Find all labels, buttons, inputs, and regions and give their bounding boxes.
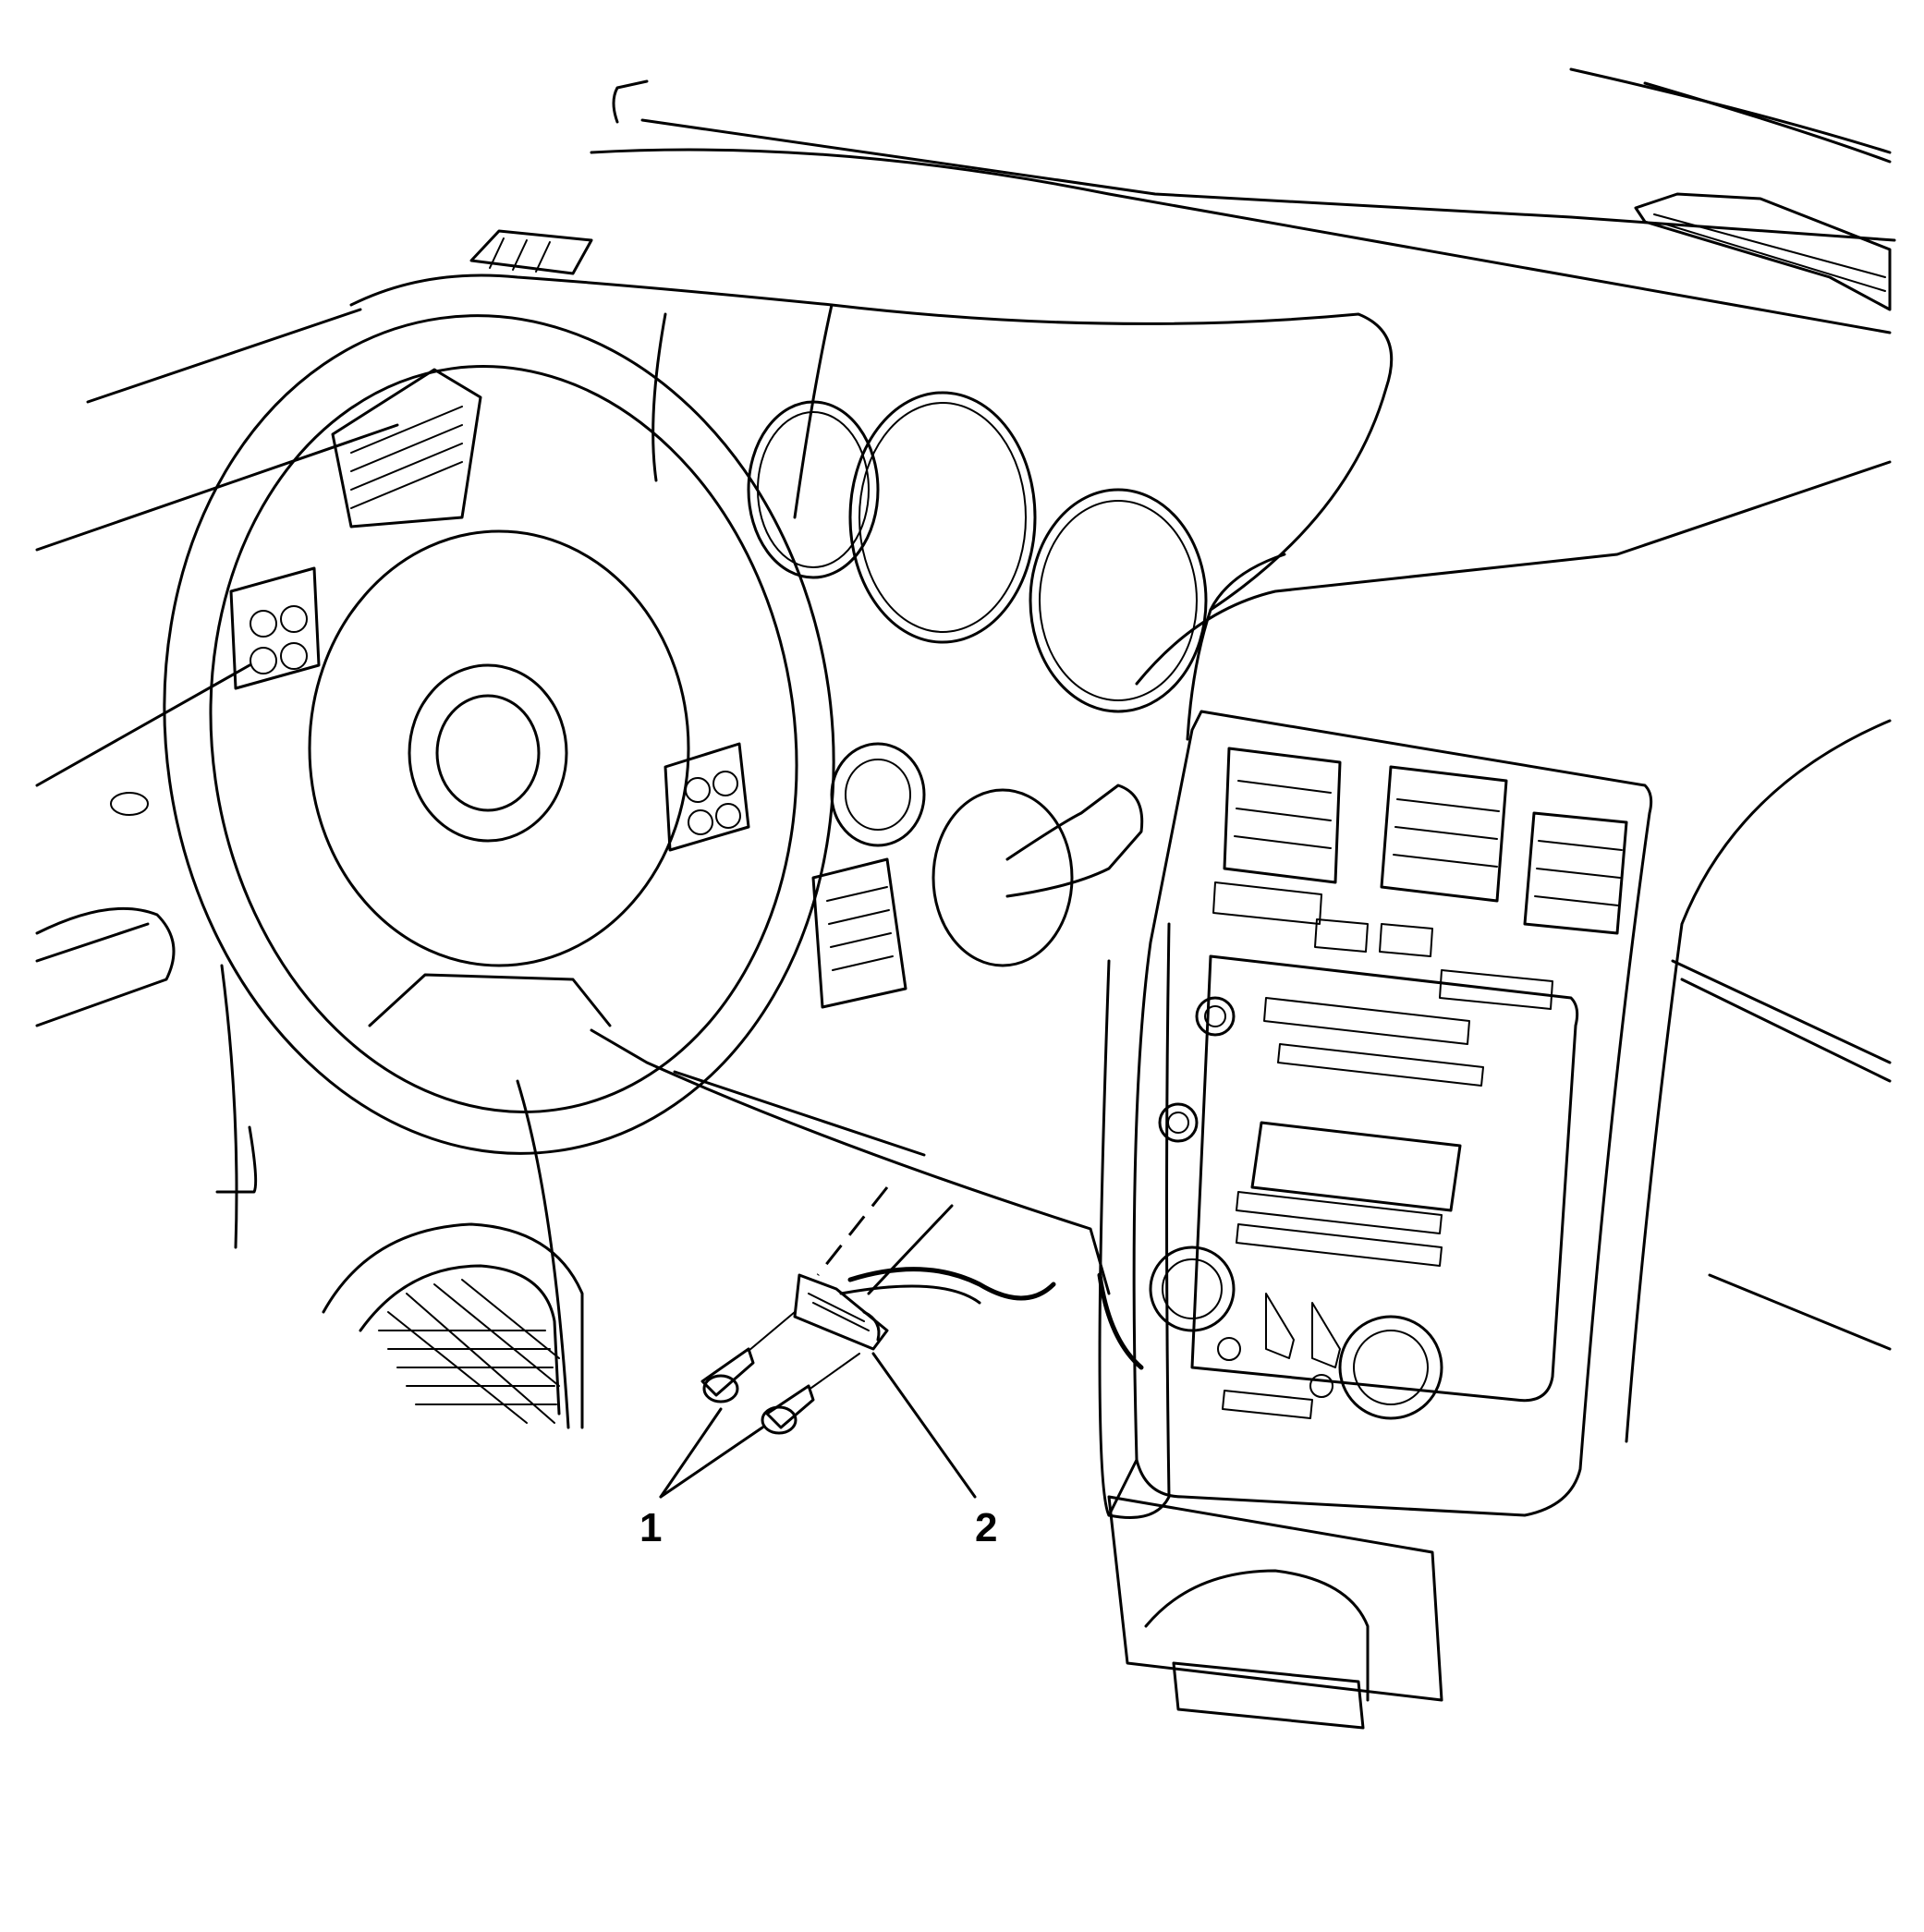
lower-dash-panel bbox=[215, 964, 1111, 1429]
center-vent-mid bbox=[1380, 765, 1508, 903]
dash-top-outline bbox=[35, 67, 1896, 787]
speedometer-gauge bbox=[848, 391, 1037, 644]
bolts bbox=[700, 1311, 860, 1435]
callout-1: 1 bbox=[639, 1505, 662, 1550]
alignment-dashed-line bbox=[816, 1186, 889, 1276]
connector-body bbox=[793, 1273, 889, 1351]
callouts: 1 2 bbox=[639, 1505, 997, 1550]
right-defrost-vent bbox=[1634, 192, 1892, 311]
left-side-vent bbox=[331, 368, 482, 529]
airbag-cover bbox=[308, 529, 690, 967]
hvac-right-knob bbox=[1338, 1315, 1443, 1420]
leader-1-a bbox=[659, 1407, 723, 1499]
horn-emblem bbox=[435, 694, 541, 812]
radio-display bbox=[1250, 1121, 1462, 1212]
tachometer-gauge bbox=[747, 400, 880, 579]
leader-2 bbox=[871, 1352, 977, 1499]
left-door-trim bbox=[35, 792, 176, 1027]
steering-column bbox=[811, 742, 1144, 1009]
left-upper-vent bbox=[469, 229, 593, 275]
left-speaker-grille bbox=[322, 1222, 584, 1429]
bolt-lower bbox=[761, 1353, 860, 1435]
radio-unit bbox=[1190, 954, 1579, 1403]
center-vent-right bbox=[1523, 811, 1628, 935]
dash-body bbox=[349, 273, 1892, 741]
center-vent-left bbox=[1223, 747, 1342, 884]
instrument-cluster bbox=[747, 391, 1208, 713]
tune-knob bbox=[1158, 1102, 1199, 1143]
volume-knob bbox=[1195, 996, 1236, 1037]
data-link-connector-assembly bbox=[793, 1186, 1056, 1351]
fuel-gauge bbox=[1029, 488, 1208, 713]
steering-wheel bbox=[163, 314, 835, 1155]
callout-leaders bbox=[659, 1352, 977, 1499]
leader-1-b bbox=[659, 1426, 764, 1499]
callout-2: 2 bbox=[975, 1505, 997, 1550]
center-stack bbox=[1097, 710, 1653, 1519]
bolt-upper bbox=[700, 1311, 796, 1403]
glovebox-area bbox=[1625, 719, 1892, 1443]
hvac-left-knob bbox=[1149, 1245, 1236, 1332]
console-storage-bin bbox=[1107, 1495, 1443, 1730]
